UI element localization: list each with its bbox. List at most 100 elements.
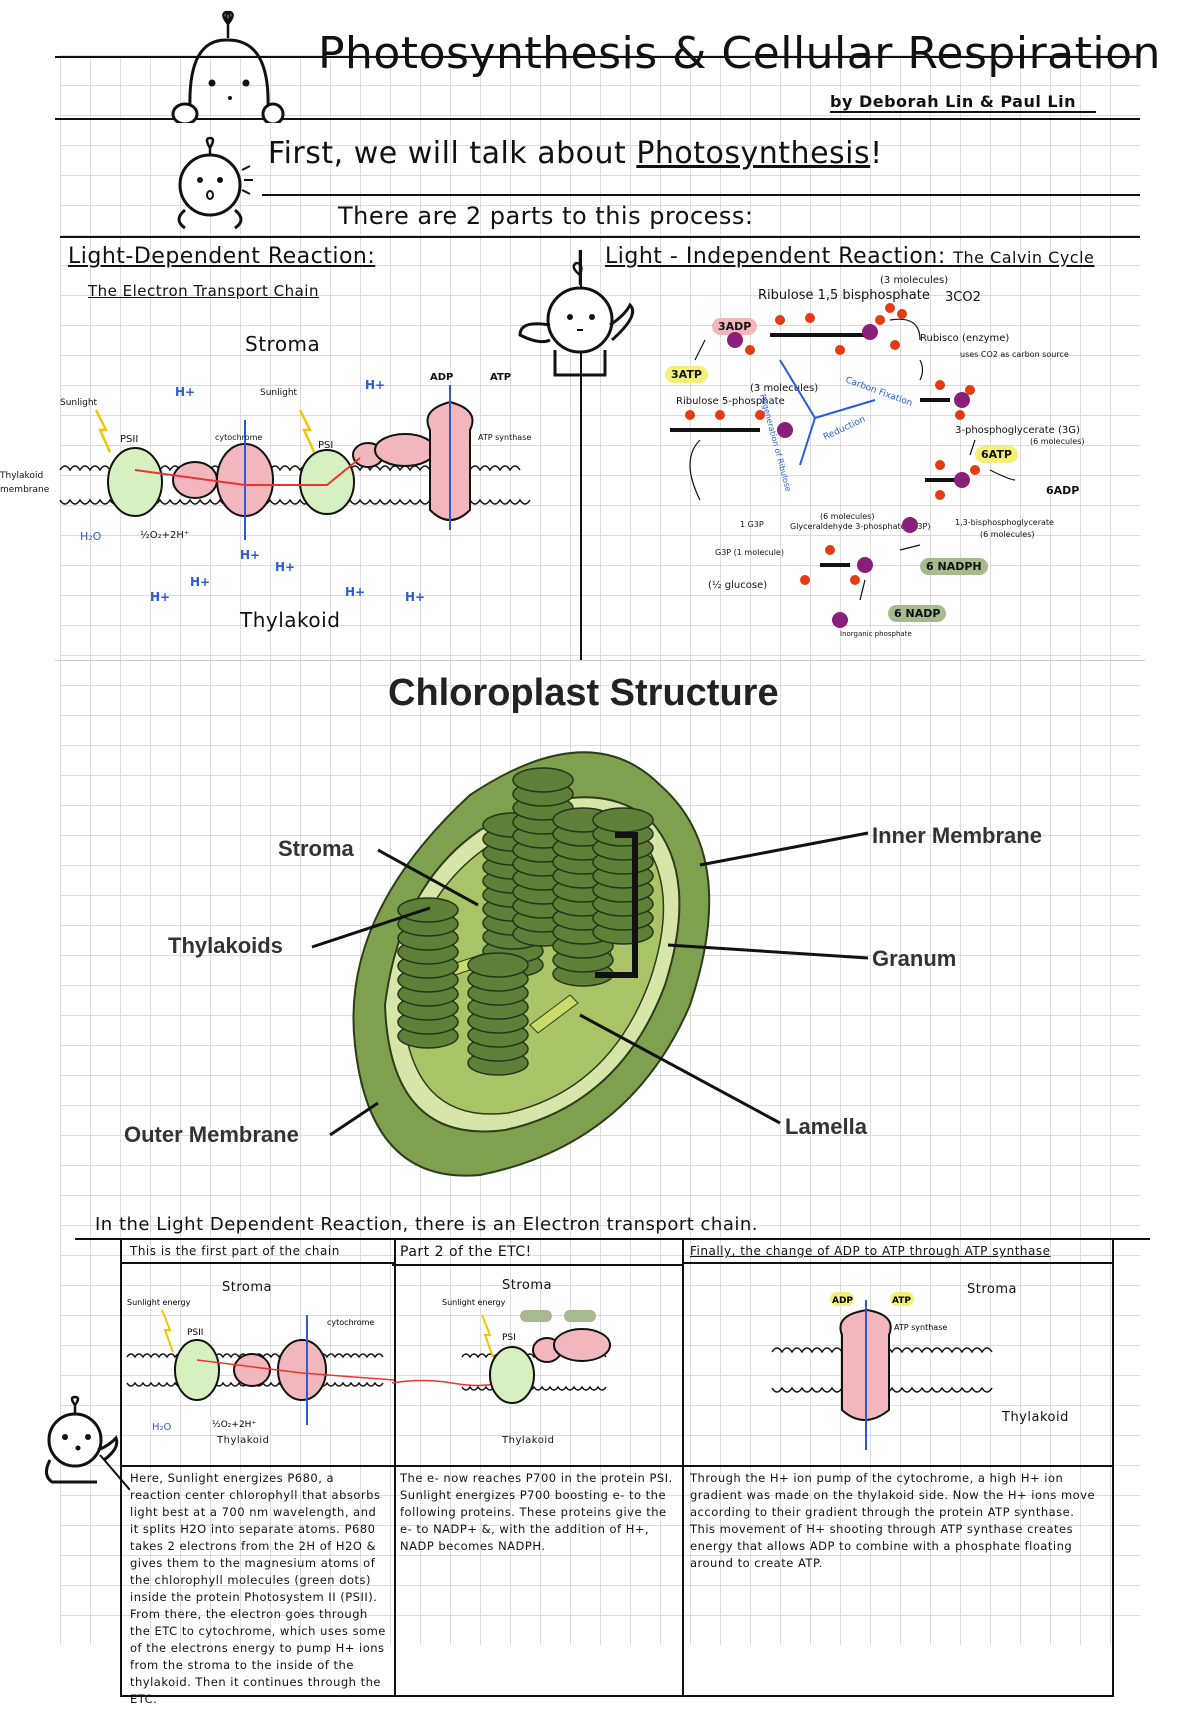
rubp-label: Ribulose 1,5 bisphosphate <box>758 288 930 303</box>
h-ion: H+ <box>190 575 211 589</box>
label-outer-membrane: Outer Membrane <box>124 1122 299 1147</box>
byline: by Deborah Lin & Paul Lin <box>830 92 1096 113</box>
psii-protein <box>107 447 163 517</box>
etc-intro: In the Light Dependent Reaction, there i… <box>95 1214 759 1235</box>
bpg-label: 1,3-bisphosphoglycerate <box>955 518 1054 527</box>
mascot-pointing-icon <box>45 1395 130 1491</box>
etc-panel-3: Finally, the change of ADP to ATP throug… <box>682 1240 1114 1697</box>
etc-panel-1: This is the first part of the chain Stro… <box>120 1240 396 1706</box>
intro-end: ! <box>870 136 883 171</box>
svg-text:ATP: ATP <box>490 372 511 383</box>
svg-text:H₂O: H₂O <box>80 530 102 543</box>
svg-text:½O₂+2H⁺: ½O₂+2H⁺ <box>140 529 189 541</box>
panel-1-diagram: Sunlight energy PSII cytochrome H₂O ½O₂+… <box>126 1298 394 1433</box>
svg-text:ATP synthase: ATP synthase <box>894 1323 947 1332</box>
adp3-badge: 3ADP <box>712 318 758 335</box>
etc-panel-2: Part 2 of the ETC! Stroma Sunlight energ… <box>392 1240 684 1697</box>
svg-text:PSI: PSI <box>502 1333 516 1343</box>
panel-3-text: Through the H+ ion pump of the cytochrom… <box>682 1465 1112 1575</box>
panel-2-stroma: Stroma <box>502 1278 552 1293</box>
svg-text:membrane: membrane <box>0 485 50 495</box>
svg-text:H₂O: H₂O <box>152 1422 172 1433</box>
atp6-badge: 6ATP <box>975 446 1018 463</box>
pga-label: 3-phosphoglycerate (3G) <box>955 425 1080 436</box>
thylakoid-disc <box>467 952 529 978</box>
svg-text:cytochrome: cytochrome <box>215 433 262 442</box>
rubp-count: (3 molecules) <box>880 275 949 286</box>
nadp6-badge: 6 NADP <box>888 605 947 622</box>
svg-text:ATP: ATP <box>892 1296 911 1306</box>
section-separator <box>55 660 1145 661</box>
label-thylakoids: Thylakoids <box>168 933 283 958</box>
svg-text:Sunlight energy: Sunlight energy <box>127 1298 191 1307</box>
granum-stack <box>397 897 459 1049</box>
glucose-label: (½ glucose) <box>708 580 768 591</box>
li-heading-text: Light - Independent Reaction: <box>605 244 946 269</box>
subintro: There are 2 parts to this process: <box>338 202 754 230</box>
etc-intro-rule <box>75 1238 1150 1240</box>
h-ion: H+ <box>150 590 171 604</box>
thylakoid-label: Thylakoid <box>240 608 341 632</box>
svg-text:½O₂+2H⁺: ½O₂+2H⁺ <box>212 1420 256 1430</box>
co2-label: 3CO2 <box>945 290 981 305</box>
panel-1-text: Here, Sunlight energizes P680, a reactio… <box>122 1465 394 1711</box>
atp3-badge: 3ATP <box>665 366 708 383</box>
calvin-cycle-subheading: The Calvin Cycle <box>953 248 1095 267</box>
thylakoid-disc <box>397 897 459 923</box>
intro-text: First, we will talk about <box>268 136 627 171</box>
svg-text:Sunlight energy: Sunlight energy <box>442 1298 506 1307</box>
panel-2-heading: Part 2 of the ETC! <box>392 1240 682 1266</box>
intro-topic: Photosynthesis <box>636 136 871 171</box>
panel-2-text: The e- now reaches P700 in the protein P… <box>392 1465 682 1558</box>
label-granum: Granum <box>872 946 957 971</box>
h-ion: H+ <box>175 385 196 399</box>
panel-3-heading: Finally, the change of ADP to ATP throug… <box>682 1240 1112 1264</box>
svg-text:PSII: PSII <box>187 1328 203 1338</box>
bpg-count: (6 molecules) <box>980 530 1035 539</box>
svg-text:cytochrome: cytochrome <box>327 1318 374 1327</box>
svg-text:PSII: PSII <box>120 434 138 445</box>
svg-text:Sunlight: Sunlight <box>60 398 98 408</box>
light-independent-heading: Light - Independent Reaction: The Calvin… <box>605 244 1094 269</box>
granum-stack <box>592 807 654 945</box>
svg-text:Sunlight: Sunlight <box>260 388 298 398</box>
panel-2-thylakoid: Thylakoid <box>502 1435 555 1446</box>
granum-bracket <box>595 832 638 978</box>
thylakoid-disc <box>592 807 654 833</box>
h-ion: H+ <box>275 560 296 574</box>
etc-subheading: The Electron Transport Chain <box>88 282 319 300</box>
g3p-label: Glyceraldehyde 3-phosphate (G3P) <box>790 522 931 531</box>
pga-count: (6 molecules) <box>1030 437 1085 446</box>
etc-diagram: ADP ATP PSII PSI cytochrome ATP synthase… <box>0 372 531 543</box>
rubisco-label: Rubisco (enzyme) <box>920 333 1010 344</box>
psi-protein <box>299 449 355 515</box>
svg-text:ATP synthase: ATP synthase <box>478 433 531 442</box>
svg-text:ADP: ADP <box>832 1296 853 1306</box>
panel-3-stroma: Stroma <box>967 1282 1017 1297</box>
rubisco-note: uses CO2 as carbon source <box>960 350 1069 359</box>
h-ion: H+ <box>365 378 386 392</box>
svg-text:PSI: PSI <box>318 440 333 451</box>
label-lamella: Lamella <box>785 1114 867 1139</box>
label-inner-membrane: Inner Membrane <box>872 823 1042 848</box>
intro-line: First, we will talk about Photosynthesis… <box>268 136 883 171</box>
pi-label: Inorganic phosphate <box>840 630 912 638</box>
adp6-label: 6ADP <box>1046 484 1080 497</box>
panel-1-heading: This is the first part of the chain <box>122 1240 394 1264</box>
h-ion: H+ <box>240 548 261 562</box>
svg-text:Carbon Fixation: Carbon Fixation <box>844 375 914 408</box>
r5p-count: (3 molecules) <box>750 383 819 394</box>
calvin-cycle-diagram: Carbon Fixation Reduction Regeneration o… <box>670 303 1016 628</box>
h-ion: H+ <box>405 590 426 604</box>
svg-text:Reduction: Reduction <box>822 415 867 443</box>
section-rule <box>60 236 1140 238</box>
label-stroma: Stroma <box>278 836 354 861</box>
intro-rule <box>262 194 1140 196</box>
header-bottom-rule <box>55 118 1140 120</box>
panel-1-stroma: Stroma <box>222 1280 272 1295</box>
nadph6-badge: 6 NADPH <box>920 558 988 575</box>
svg-text:Regeneration of Ribulose: Regeneration of Ribulose <box>758 393 793 493</box>
r5p-label: Ribulose 5-phosphate <box>676 396 785 407</box>
mascot-sprout-icon <box>171 10 285 123</box>
light-dependent-heading: Light-Dependent Reaction: <box>68 244 376 269</box>
